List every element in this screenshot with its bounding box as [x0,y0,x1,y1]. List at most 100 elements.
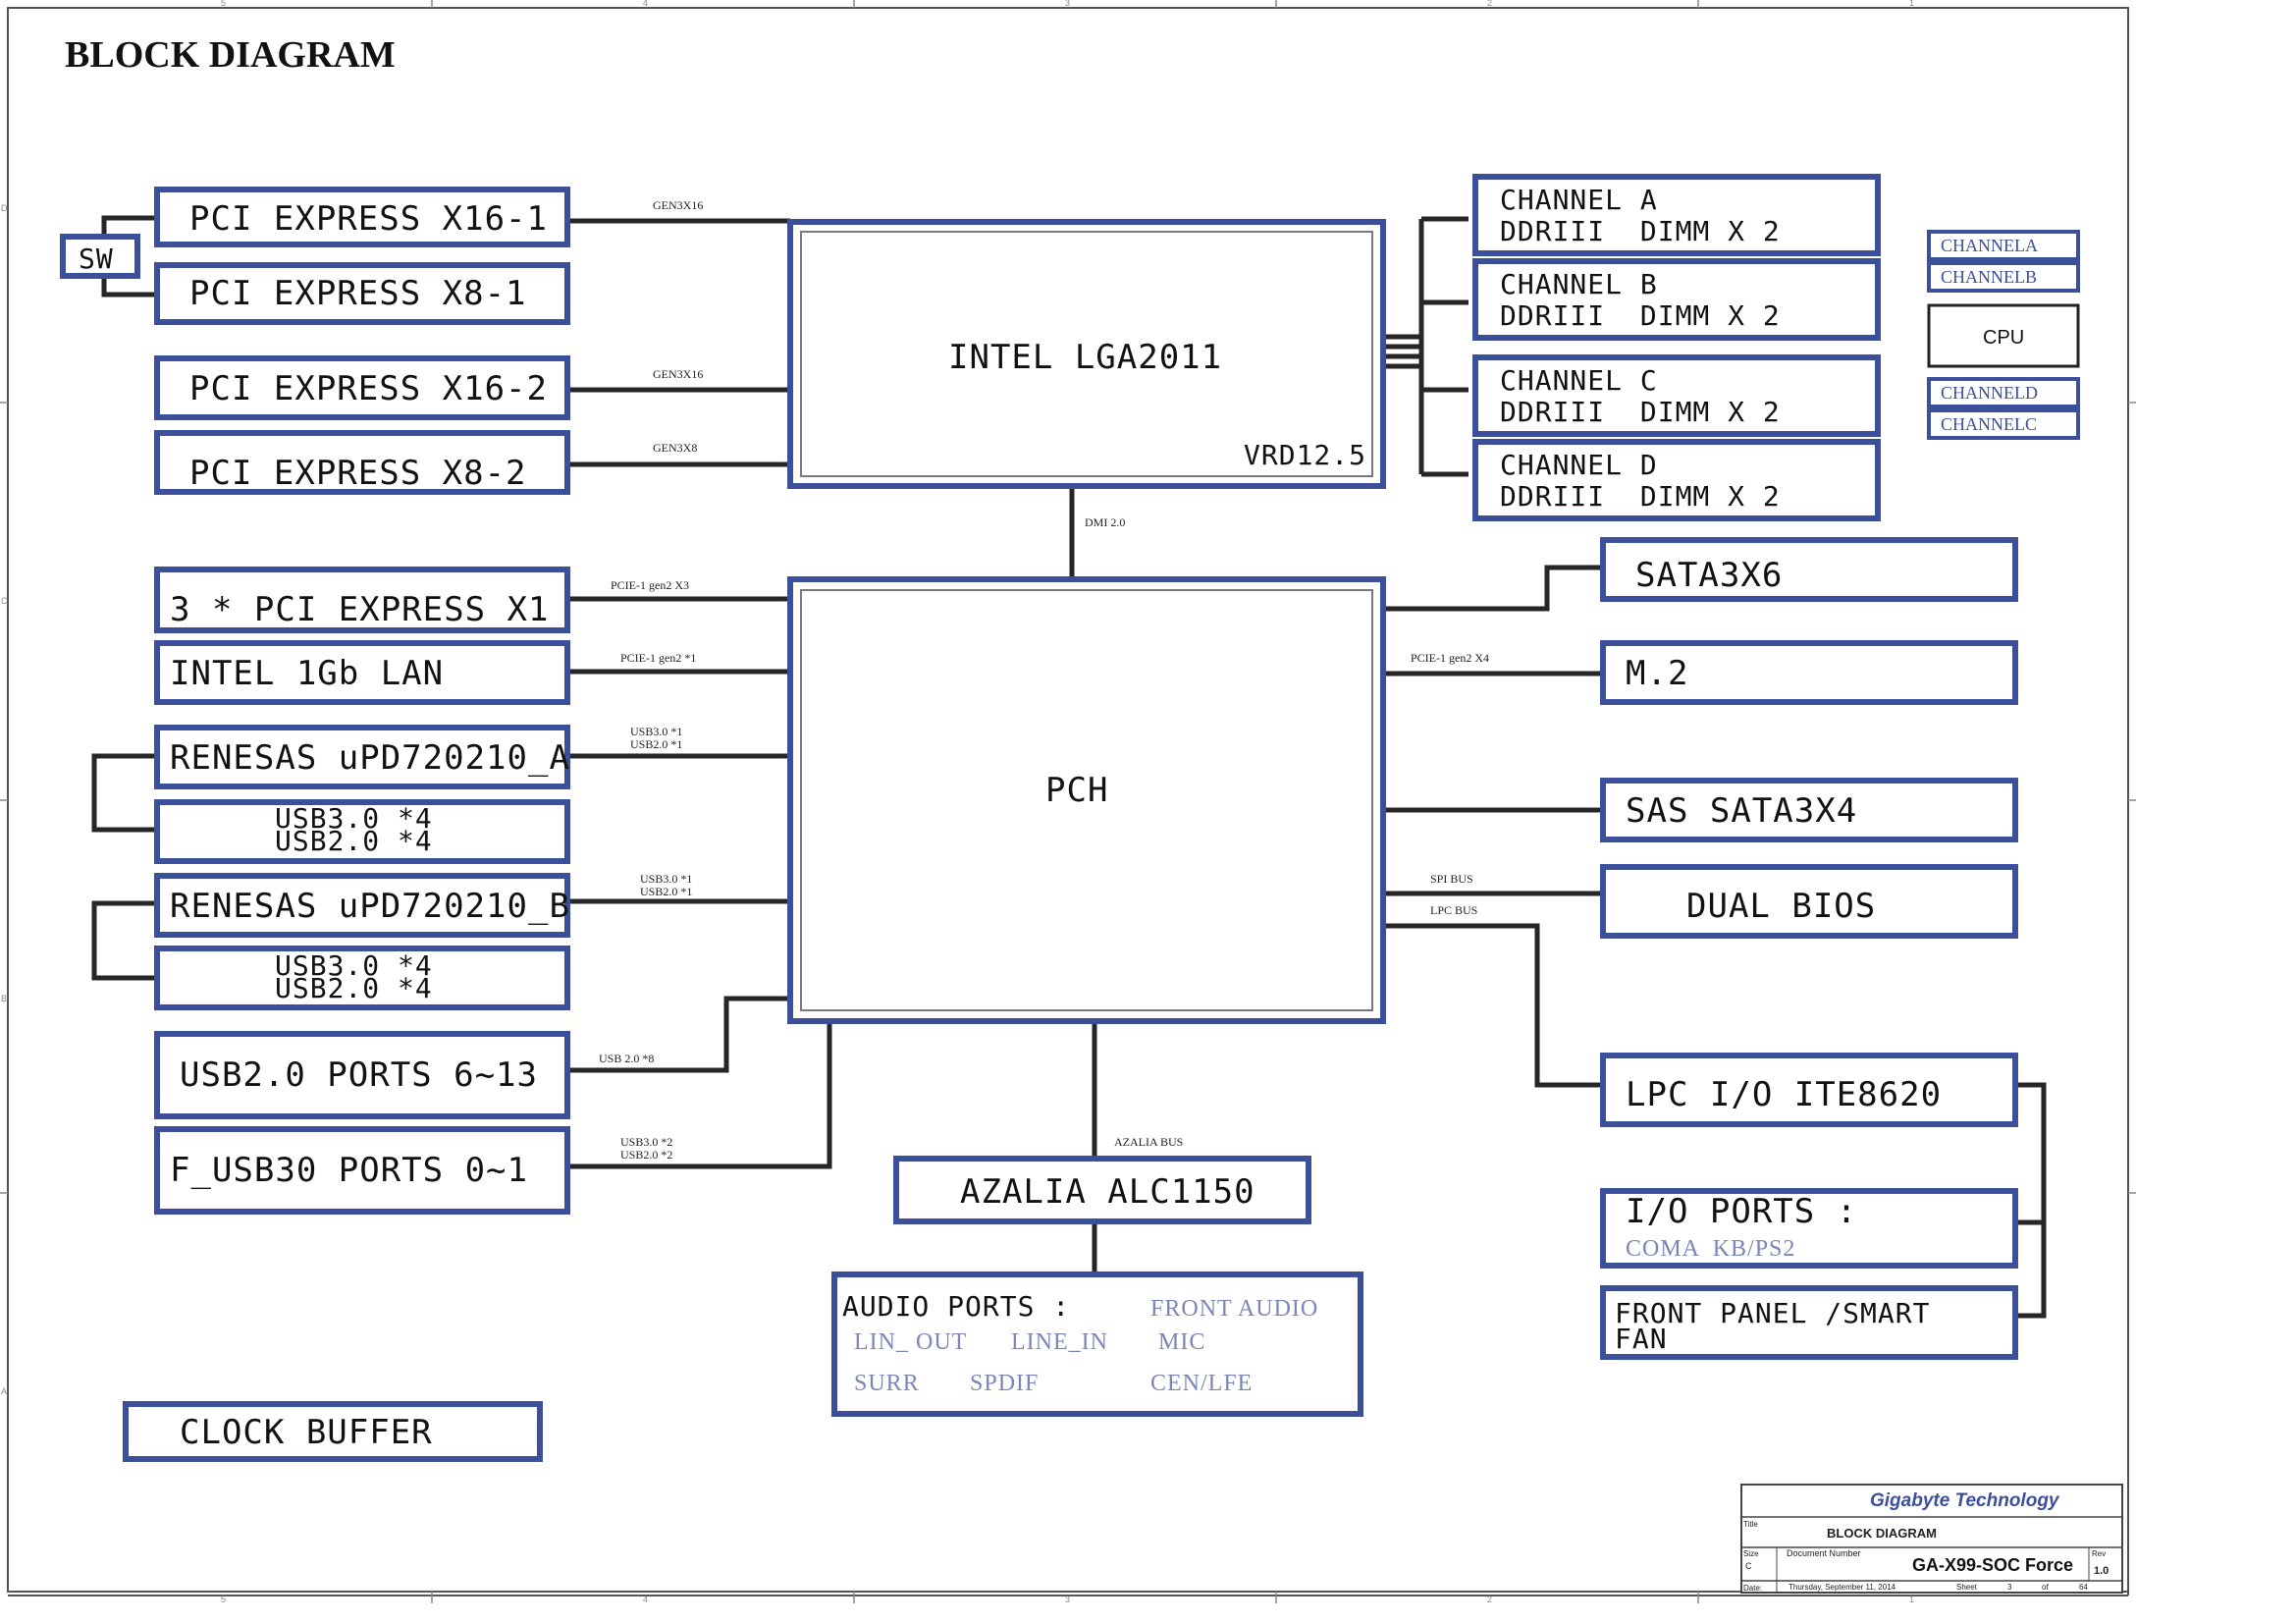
io-ports-sub-label: COMA KB/PS2 [1626,1236,1795,1262]
frame-mark-left-a: A [1,1386,7,1396]
vrd-label: VRD12.5 [1244,439,1366,471]
renesas-a-ports-block: USB3.0 *4 USB2.0 *4 [154,799,570,864]
cpu-block: INTEL LGA2011 VRD12.5 [787,219,1386,489]
io-ports-block: I/O PORTS : COMA KB/PS2 [1600,1188,2018,1269]
page-title: BLOCK DIAGRAM [65,34,396,76]
frame-mark-top-2: 2 [1487,0,1492,8]
audio-cen-lfe: CEN/LFE [1150,1371,1253,1396]
channel-c-line2: DDRIII DIMM X 2 [1500,396,1781,428]
memory-channel-a-block: CHANNEL A DDRIII DIMM X 2 [1472,174,1881,256]
pcie-x8-1-block: PCI EXPRESS X8-1 [154,262,570,325]
bus-label-usb20-2: USB2.0 *2 [620,1148,672,1162]
front-panel-block: FRONT PANEL /SMART FAN [1600,1285,2018,1360]
bus-label-lpc-bus: LPC BUS [1430,903,1477,917]
frame-mark-bottom-5: 5 [221,1595,226,1604]
bus-label-gen3x16-b: GEN3X16 [653,367,703,381]
channel-b-line1: CHANNEL B [1500,268,1658,300]
wires [91,215,2047,1319]
title-block-rev: 1.0 [2094,1565,2109,1577]
pch-block: PCH [787,576,1386,1024]
front-panel-label-2: FAN [1615,1323,1668,1355]
channel-a-line2: DDRIII DIMM X 2 [1500,215,1781,247]
audio-ports-title: AUDIO PORTS : [842,1290,1070,1323]
renesas-a-block: RENESAS uPD720210_A [154,725,570,789]
title-block-total: 64 [2079,1583,2088,1592]
frame-mark-bottom-3: 3 [1065,1595,1070,1604]
bus-label-gen3x16-a: GEN3X16 [653,198,703,212]
sw-block: SW [60,234,140,279]
bus-label-dmi: DMI 2.0 [1085,515,1125,529]
pcie-x16-1-block: PCI EXPRESS X16-1 [154,187,570,247]
title-block-docnum: GA-X99-SOC Force [1912,1555,2073,1575]
renesas-b-usb2-label: USB2.0 *4 [275,972,433,1004]
lan-block: INTEL 1Gb LAN [154,640,570,705]
memory-channel-b-block: CHANNEL B DDRIII DIMM X 2 [1472,258,1881,341]
legend-channeld: CHANNELD [1941,383,2038,403]
frame-mark-top-3: 3 [1065,0,1070,8]
renesas-b-block: RENESAS uPD720210_B [154,873,570,938]
title-block-rev-caption: Rev [2092,1549,2106,1558]
sata3x6-block: SATA3X6 [1600,537,2018,602]
frame-mark-left-c: C [1,596,8,606]
audio-front-audio: FRONT AUDIO [1150,1296,1318,1322]
pcie-x1-label: 3 * PCI EXPRESS X1 [170,590,549,629]
audio-lin-out: LIN_ OUT [854,1329,967,1355]
bus-label-usb20-8: USB 2.0 *8 [599,1052,654,1065]
renesas-b-usb3-label: USB3.0 *4 [275,949,433,982]
renesas-b-label: RENESAS uPD720210_B [170,887,570,926]
channel-a-line1: CHANNEL A [1500,184,1658,216]
usb2-ports-label: USB2.0 PORTS 6~13 [180,1055,538,1095]
bus-label-pcie-gen2-x3: PCIE-1 gen2 X3 [611,578,689,592]
pcie-x1-block: 3 * PCI EXPRESS X1 [154,567,570,633]
title-block-company: Gigabyte Technology [1870,1490,2060,1511]
cpu-label: INTEL LGA2011 [948,338,1222,377]
sheet-frame: 5 4 3 2 1 5 4 3 2 1 D C B A [0,0,2136,1604]
legend-channelc: CHANNELC [1941,414,2037,434]
bus-label-usb-a-2: USB2.0 *1 [630,737,682,751]
renesas-a-usb2-label: USB2.0 *4 [275,825,433,857]
pcie-x8-1-label: PCI EXPRESS X8-1 [189,274,527,313]
front-panel-label-1: FRONT PANEL /SMART [1615,1297,1930,1329]
title-block-title-caption: Title [1743,1520,1758,1529]
sas-block: SAS SATA3X4 [1600,778,2018,842]
frame-mark-left-d: D [1,203,8,213]
bus-label-pcie-gen2-1: PCIE-1 gen2 *1 [620,651,696,665]
channel-b-line2: DDRIII DIMM X 2 [1500,299,1781,332]
legend-channelb: CHANNELB [1941,267,2037,287]
pch-label: PCH [1045,771,1108,810]
frame-mark-top-1: 1 [1909,0,1914,8]
title-block-sheet-caption: Sheet [1956,1583,1978,1592]
pcie-x8-2-label: PCI EXPRESS X8-2 [189,454,527,493]
title-block-docnum-caption: Document Number [1787,1548,1861,1558]
bus-label-azalia-bus: AZALIA BUS [1114,1135,1183,1149]
pcie-x16-2-block: PCI EXPRESS X16-2 [154,355,570,420]
title-block-sheet: 3 [2007,1583,2012,1592]
f-usb30-block: F_USB30 PORTS 0~1 [154,1126,570,1215]
pcie-x16-1-label: PCI EXPRESS X16-1 [189,199,548,239]
bus-label-usb-a-3: USB3.0 *1 [630,725,682,738]
title-block-date: Thursday, September 11, 2014 [1789,1583,1896,1592]
audio-mic: MIC [1158,1329,1205,1355]
title-block-title: BLOCK DIAGRAM [1827,1526,1937,1541]
channel-c-line1: CHANNEL C [1500,364,1658,397]
azalia-label: AZALIA ALC1150 [960,1172,1255,1212]
bus-label-usb-b-2: USB2.0 *1 [640,885,692,898]
dual-bios-block: DUAL BIOS [1600,864,2018,939]
bus-label-spi-bus: SPI BUS [1430,872,1473,886]
f-usb30-label: F_USB30 PORTS 0~1 [170,1151,528,1190]
memory-channel-d-block: CHANNEL D DDRIII DIMM X 2 [1472,439,1881,521]
azalia-block: AZALIA ALC1150 [893,1156,1311,1224]
sata3x6-label: SATA3X6 [1635,556,1783,595]
bus-label-usb30-2: USB3.0 *2 [620,1135,672,1149]
title-block-size-caption: Size [1743,1549,1759,1558]
m2-block: M.2 [1600,640,2018,705]
clock-buffer-block: CLOCK BUFFER [123,1401,543,1462]
channel-d-line2: DDRIII DIMM X 2 [1500,480,1781,513]
frame-mark-top-5: 5 [221,0,226,8]
pcie-x8-2-block: PCI EXPRESS X8-2 [154,430,570,495]
audio-line-in: LINE_IN [1011,1329,1108,1355]
title-block-date-caption: Date: [1743,1584,1762,1593]
bus-label-usb-b-3: USB3.0 *1 [640,872,692,886]
lpc-io-block: LPC I/O ITE8620 [1600,1053,2018,1127]
